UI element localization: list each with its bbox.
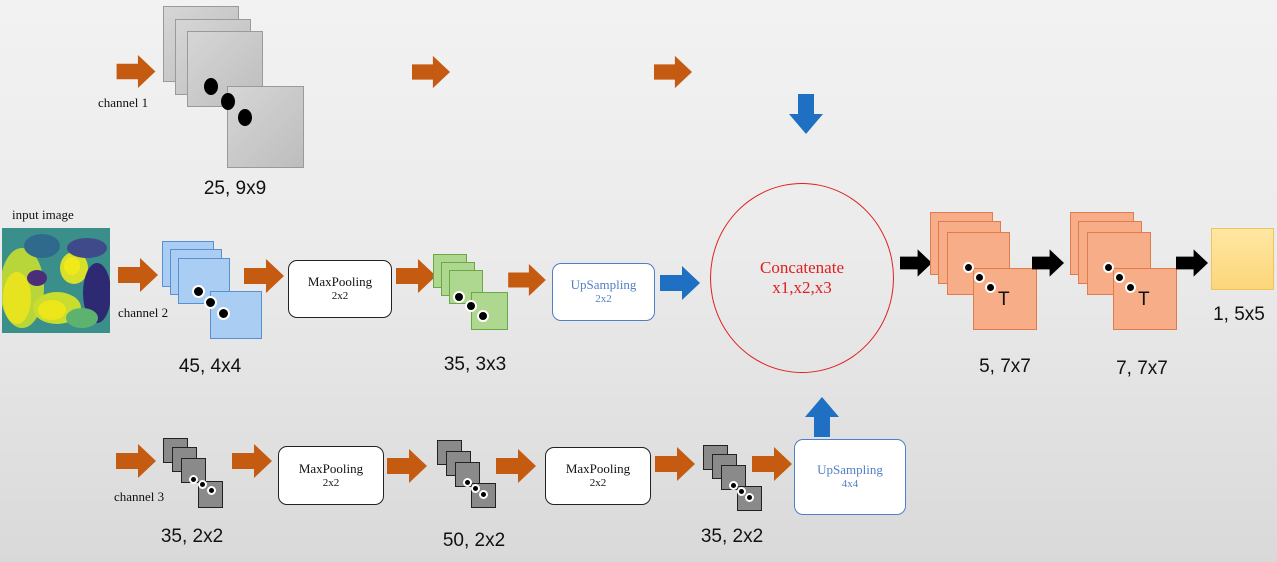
output-map — [1211, 228, 1274, 290]
arrow-icon — [387, 449, 427, 483]
ellipsis-dot — [729, 481, 738, 490]
dim-label-out1: 5, 7x7 — [979, 356, 1031, 377]
ellipsis-dot — [985, 282, 996, 293]
ellipsis-dot — [217, 307, 230, 320]
channel1-label: channel 1 — [98, 95, 149, 110]
input-image-label: input image — [12, 207, 74, 222]
arrow-right-icon — [660, 266, 700, 300]
concatenate-node: Concatenate x1,x2,x3 — [710, 183, 894, 373]
input-image-thumbnail — [2, 228, 110, 333]
ellipsis-dot — [479, 490, 488, 499]
box-title: MaxPooling — [565, 461, 631, 476]
maxpooling-box-c3b: MaxPooling 2x2 — [545, 447, 651, 505]
box-subtitle: 4x4 — [841, 478, 859, 491]
ellipsis-dot — [963, 262, 974, 273]
dim-label-c3a: 35, 2x2 — [160, 526, 224, 547]
ellipsis-dot — [1103, 262, 1114, 273]
ellipsis-dot — [1125, 282, 1136, 293]
ellipsis-dot — [198, 480, 207, 489]
maxpooling-box-c2: MaxPooling 2x2 — [288, 260, 392, 318]
box-subtitle: 2x2 — [595, 293, 612, 306]
dim-label-c3c: 35, 2x2 — [700, 526, 764, 547]
ellipsis-dot — [207, 486, 216, 495]
ellipsis-dot — [189, 475, 198, 484]
ellipsis-dot — [204, 78, 218, 95]
box-title: MaxPooling — [307, 274, 373, 289]
ellipsis-dot — [974, 272, 985, 283]
box-title: UpSampling — [570, 277, 637, 292]
dim-label-out2: 7, 7x7 — [1116, 358, 1168, 379]
channel2-label: channel 2 — [118, 305, 169, 320]
box-subtitle: 2x2 — [589, 477, 607, 490]
transpose-mark: T — [998, 289, 1010, 310]
arrow-icon — [1176, 248, 1208, 278]
feature-map — [471, 292, 508, 330]
arrow-icon — [655, 447, 695, 481]
arrow-icon — [496, 449, 536, 483]
arrow-icon — [116, 444, 156, 478]
arrow-icon — [232, 444, 272, 478]
ellipsis-dot — [477, 310, 489, 322]
transpose-mark: T — [1138, 289, 1150, 310]
arrow-icon — [1032, 248, 1064, 278]
ellipsis-dot — [465, 300, 477, 312]
ellipsis-dot — [453, 291, 465, 303]
ellipsis-dot — [1114, 272, 1125, 283]
arrow-icon — [900, 248, 932, 278]
box-subtitle: 2x2 — [322, 476, 340, 489]
box-title: MaxPooling — [298, 460, 364, 476]
upsampling-box-c3: UpSampling 4x4 — [794, 439, 906, 515]
ellipsis-dot — [204, 296, 217, 309]
feature-map — [227, 86, 304, 168]
arrow-icon — [118, 258, 158, 292]
concatenate-title: Concatenate — [759, 258, 844, 277]
maxpooling-box-c3a: MaxPooling 2x2 — [278, 446, 384, 505]
box-title: UpSampling — [817, 462, 883, 477]
arrow-icon — [508, 264, 546, 296]
arrow-icon — [244, 259, 284, 293]
concatenate-inputs: x1,x2,x3 — [772, 278, 832, 297]
ellipsis-dot — [221, 93, 235, 110]
arrow-icon — [412, 55, 450, 89]
arrow-icon — [752, 447, 792, 481]
channel3-label: channel 3 — [114, 489, 165, 504]
ellipsis-dot — [192, 285, 205, 298]
ellipsis-dot — [471, 484, 480, 493]
upsampling-box-c2: UpSampling 2x2 — [552, 263, 655, 321]
arrow-icon — [654, 55, 692, 89]
ellipsis-dot — [745, 493, 754, 502]
dim-label-c3b: 50, 2x2 — [442, 530, 506, 551]
dim-label-c2b: 35, 3x3 — [443, 354, 507, 375]
box-subtitle: 2x2 — [331, 290, 349, 303]
arrow-icon — [396, 259, 436, 293]
dim-label-c1: 25, 9x9 — [203, 178, 267, 199]
dim-label-c2a: 45, 4x4 — [178, 356, 242, 377]
arrow-icon — [116, 55, 156, 88]
ellipsis-dot — [238, 109, 252, 126]
ellipsis-dot — [737, 487, 746, 496]
arrow-down-icon — [789, 94, 823, 134]
ellipsis-dot — [463, 478, 472, 487]
arrow-up-icon — [805, 397, 839, 437]
dim-label-final: 1, 5x5 — [1213, 304, 1265, 325]
